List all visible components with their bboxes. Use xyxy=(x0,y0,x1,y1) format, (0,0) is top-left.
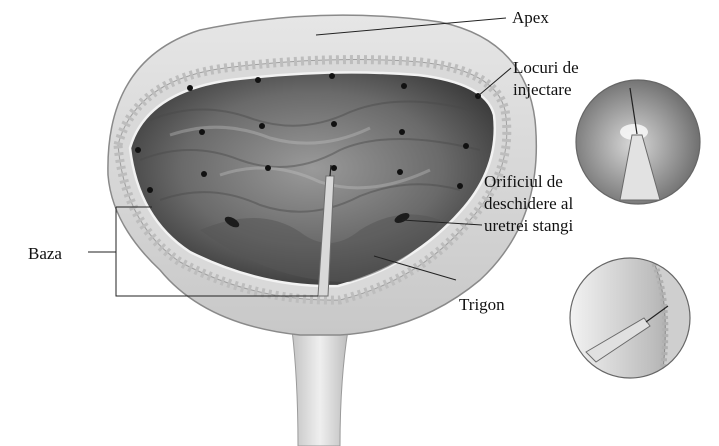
base-label: Baza xyxy=(28,244,62,263)
injection-sites-label-line1: Locuri de xyxy=(513,58,579,77)
ureteral-orifice-label-line1: Orificiul de xyxy=(484,172,563,191)
ureteral-orifice-label-line2: deschidere al xyxy=(484,194,573,213)
apex-label: Apex xyxy=(512,8,549,27)
trigone-label: Trigon xyxy=(459,295,505,314)
ureteral-orifice-label-line3: uretrei stangi xyxy=(484,216,573,235)
injection-sites-label-line2: injectare xyxy=(513,80,572,99)
